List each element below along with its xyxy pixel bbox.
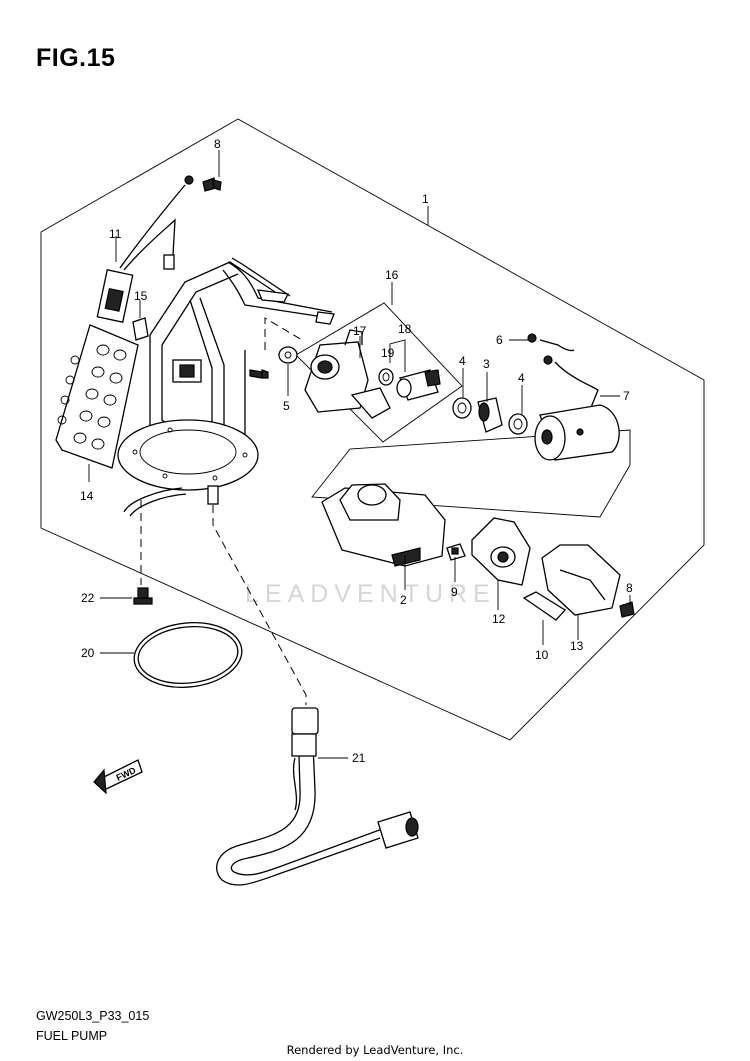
pump-bracket-frame [149,257,335,463]
strainer-12 [471,517,531,586]
fuel-pump-motor-7 [534,404,620,461]
callout-6: 6 [496,333,503,347]
callout-2: 2 [400,593,407,607]
fitting-18 [396,369,441,401]
pressure-regulator [304,329,391,419]
flange-plate [117,419,259,517]
guide-line-16 [264,317,303,350]
wire-harness-connector [96,175,194,323]
callout-17: 17 [353,324,367,338]
callout-21: 21 [352,751,366,765]
callout-18: 18 [398,322,412,336]
callout-15: 15 [134,289,148,303]
leader-lines [88,150,631,759]
insulator-strip [55,324,139,469]
callout-10: 10 [535,648,549,662]
callout-1: 1 [422,192,429,206]
diagram-name: FUEL PUMP [36,1029,108,1043]
washer-4-left [452,397,472,419]
assembly-boundary [40,118,705,741]
callout-8-right: 8 [626,581,633,595]
washer-5 [278,346,298,364]
fwd-arrow: FWD [93,759,143,795]
wire-lead-6 [527,333,599,439]
seal-9 [446,543,466,561]
pump-cover-2 [321,483,446,567]
diagram-code: GW250L3_P33_015 [36,1009,150,1023]
callout-22: 22 [81,591,95,605]
callout-9: 9 [451,585,458,599]
subassembly-boundary-16 [295,302,463,443]
callout-3: 3 [483,357,490,371]
subassembly-boundary-lower [311,429,631,518]
washer-4-right [508,413,528,435]
callout-5: 5 [283,399,290,413]
fuel-hose-21 [216,707,419,886]
bolt-22 [133,587,153,605]
callout-8-top: 8 [214,137,221,151]
o-ring-gasket-20 [133,622,243,688]
fitting-3 [477,397,503,433]
callout-12: 12 [492,612,506,626]
callout-19: 19 [381,346,395,360]
bracket-screw [249,369,269,379]
callout-13: 13 [570,639,584,653]
clip-10 [522,591,567,621]
o-ring-19 [378,368,394,386]
strainer-cover-13 [541,544,621,616]
callout-7: 7 [623,389,630,403]
clamp [132,317,149,341]
bolt-right [619,601,635,618]
watermark: LEADVENTURE [245,580,496,608]
callout-4-left: 4 [459,354,466,368]
callout-4-right: 4 [518,371,525,385]
callout-20: 20 [81,646,95,660]
bolt-top [202,177,222,192]
callout-11: 11 [109,227,122,241]
figure-title: FIG.15 [36,44,116,72]
render-credit: Rendered by LeadVenture, Inc. [286,1043,464,1057]
callout-14: 14 [80,489,94,503]
callout-16: 16 [385,268,399,282]
